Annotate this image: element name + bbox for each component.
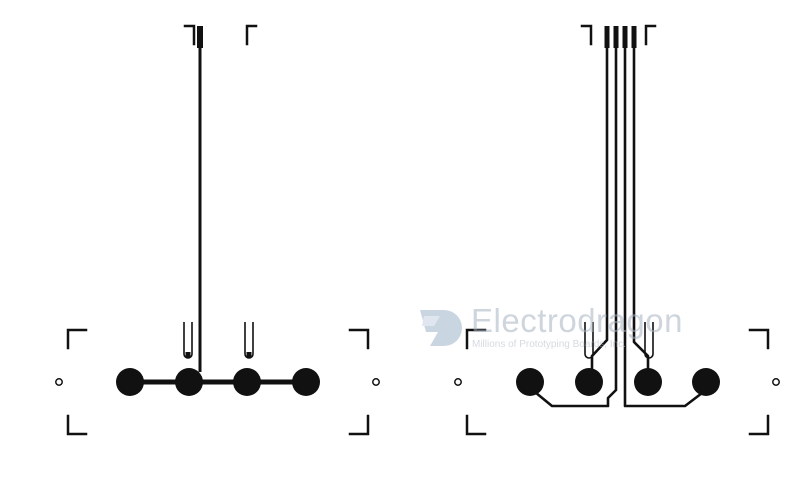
left-board-pads [116, 368, 320, 396]
right-board-corner-marks [465, 24, 770, 436]
right-board-pads [516, 368, 720, 396]
left-board-traces [130, 26, 306, 385]
right-test-points [584, 322, 654, 359]
dragon-logo-icon [420, 310, 462, 346]
left-test-points [183, 322, 254, 359]
watermark-subtitle: Millions of Prototyping Boards, Inc. [472, 339, 626, 350]
left-board-corner-marks [66, 24, 370, 436]
watermark-title: Electrodragon [471, 302, 683, 339]
mounting-holes [55, 378, 780, 386]
watermark: Electrodragon Millions of Prototyping Bo… [416, 300, 682, 356]
right-board-traces [529, 26, 707, 408]
